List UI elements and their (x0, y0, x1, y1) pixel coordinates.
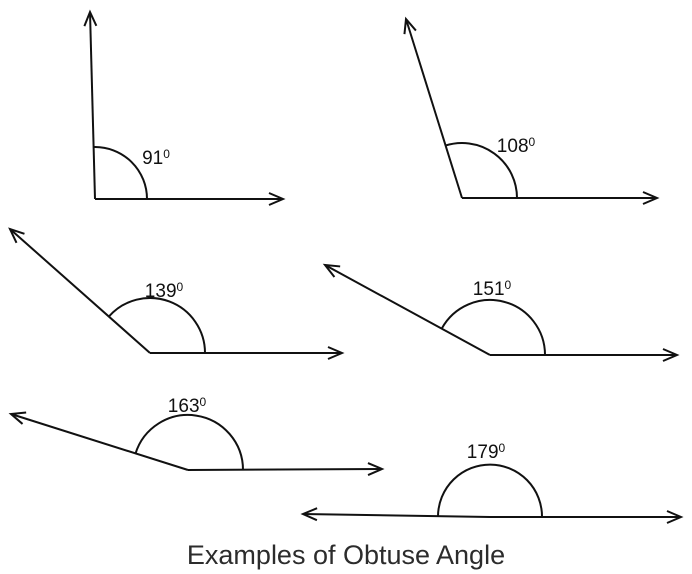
oblique-ray (8, 411, 189, 471)
oblique-ray (83, 9, 98, 200)
oblique-ray (403, 16, 463, 199)
angle-arc (134, 414, 244, 471)
angle-value: 139 (144, 281, 177, 302)
angle-arc (94, 145, 148, 200)
angle-value: 91 (142, 148, 164, 169)
oblique-ray (8, 227, 151, 354)
angle-superscript: 0 (176, 280, 184, 294)
angle-figure-151 (322, 263, 680, 362)
angle-figure-108 (403, 16, 660, 205)
oblique-ray (322, 263, 491, 356)
angle-figure-91 (83, 9, 286, 206)
angle-figure-139 (8, 227, 345, 360)
angle-label-151: 1510 (473, 279, 511, 299)
angle-superscript: 0 (504, 278, 512, 292)
angle-value: 151 (472, 279, 505, 300)
angle-superscript: 0 (199, 395, 207, 409)
angle-arc (107, 297, 206, 354)
angle-label-163: 1630 (168, 396, 206, 416)
angle-label-91: 910 (142, 148, 170, 168)
horizontal-ray (187, 462, 385, 476)
angle-value: 163 (167, 396, 200, 417)
oblique-ray (300, 507, 491, 522)
caption: Examples of Obtuse Angle (186, 540, 506, 570)
angle-arc (444, 142, 518, 199)
angle-superscript: 0 (163, 147, 170, 161)
angle-value: 108 (496, 136, 529, 157)
angle-figure-179 (300, 463, 684, 524)
angle-arc (437, 463, 544, 518)
angle-arc (441, 299, 546, 356)
angle-label-108: 1080 (497, 136, 535, 156)
angle-label-179: 1790 (467, 442, 505, 462)
angle-value: 179 (466, 442, 499, 463)
angle-figure-163 (8, 411, 385, 476)
angle-superscript: 0 (498, 441, 506, 455)
angle-label-139: 1390 (145, 281, 183, 301)
angle-superscript: 0 (528, 135, 536, 149)
